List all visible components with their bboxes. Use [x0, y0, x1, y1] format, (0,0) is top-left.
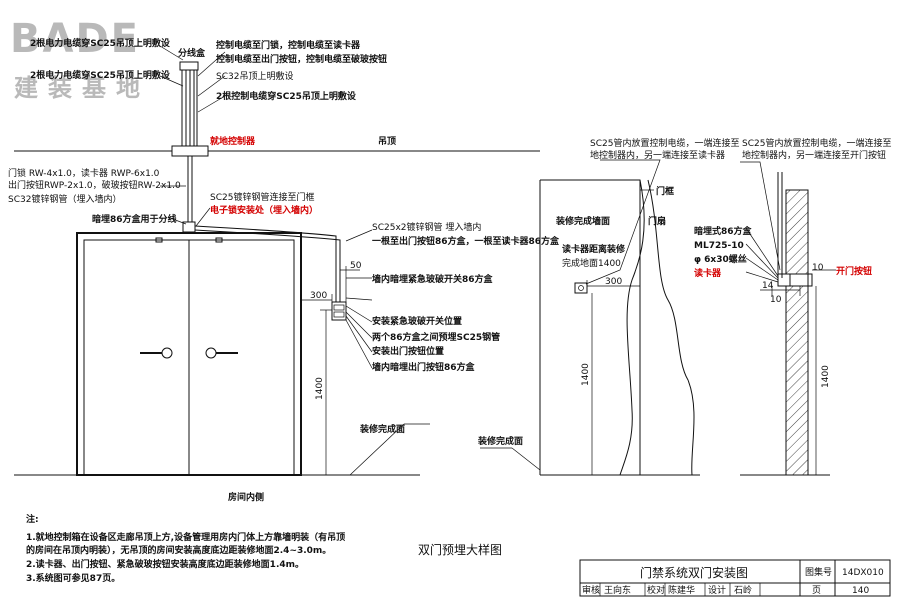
logo-sub: 建装基地	[14, 74, 150, 102]
junction-box	[179, 61, 199, 71]
label-power-cable-1: 2根电力电缆穿SC25吊顶上明敷设	[30, 37, 171, 49]
tb-page-value: 140	[852, 586, 869, 596]
label-ml725: ML725-10	[694, 241, 744, 251]
label-control-sc25: 2根控制电缆穿SC25吊顶上明敷设	[216, 90, 357, 102]
note-line-2: 的房间在吊顶内明装），无吊顶的房间安装高度底边距装修地面2.4~3.0m。	[26, 544, 331, 556]
label-screw: φ 6x30螺丝	[694, 253, 747, 265]
label-emergency-pos: 安装紧急玻破开关位置	[372, 315, 462, 327]
label-sc25-frame: SC25镀锌钢管连接至门框	[210, 191, 314, 203]
label-door-leaf: 门扇	[648, 215, 666, 227]
label-sc25x2: SC25x2镀锌钢管 埋入墙内	[372, 221, 481, 233]
logo: BADE 建装基地	[10, 16, 150, 102]
right-sc25-text-2: 地控制器内，另一端连接至开门按钮	[742, 149, 886, 161]
title-block-atlas-value: 14DX010	[842, 568, 884, 578]
label-box-86: 暗埋86方盒用于分线	[92, 213, 177, 225]
mid-sc25-text-1: SC25管内放置控制电缆，一端连接至	[590, 137, 739, 149]
right-dim-14: 14	[762, 281, 774, 291]
title-block-title: 门禁系统双门安装图	[640, 565, 748, 580]
label-card-reader: 读卡器	[694, 267, 722, 279]
tb-page-label: 页	[812, 585, 821, 596]
logo-brand: BADE	[10, 16, 140, 62]
label-reader-distance-1: 读卡器距离装修	[562, 243, 626, 255]
right-sc25-text-1: SC25管内放置控制电缆，一端连接至	[742, 137, 891, 149]
note-line-1: 1.就地控制箱在设备区走廊吊顶上方,设备管理用房内门体上方靠墙明装（有吊顶	[26, 531, 345, 543]
label-ceiling: 吊顶	[378, 136, 396, 147]
label-control-cable-1: 控制电缆至门锁，控制电缆至读卡器	[216, 39, 361, 51]
label-power-cable-2: 2根电力电缆穿SC25吊顶上明敷设	[30, 69, 171, 81]
label-button-cable: 出门按钮RWP-2x1.0，破玻按钮RW-2x1.0	[8, 179, 181, 191]
label-concealed-box: 暗埋式86方盒	[694, 225, 753, 237]
label-floor-left: 装修完成面	[359, 423, 405, 435]
label-lock-cable: 门锁 RW-4x1.0，读卡器 RWP-6x1.0	[8, 167, 160, 179]
dim-300: 300	[310, 291, 327, 301]
title-block-atlas-label: 图集号	[805, 566, 832, 578]
left-diagram	[14, 45, 540, 476]
label-reader-distance-2: 完成地面1400	[562, 257, 621, 269]
label-sc32-wall: SC32镀锌钢管（埋入墙内）	[8, 193, 121, 205]
reader-box	[574, 282, 588, 294]
right-diagram	[740, 161, 836, 476]
emergency-box	[331, 301, 347, 321]
right-box-86	[777, 273, 791, 287]
right-dim-10b: 10	[770, 295, 782, 305]
label-exit-button-box: 墙内暗埋出门按钮86方盒	[372, 361, 476, 373]
label-junction-box: 分线盒	[178, 47, 206, 59]
right-dim-1400: 1400	[821, 365, 831, 388]
label-finish-wall: 装修完成墙面	[555, 215, 610, 227]
label-local-controller: 就地控制器	[210, 135, 256, 147]
tb-check-name: 陈建华	[668, 584, 695, 596]
dim-1400: 1400	[315, 377, 325, 400]
label-sc25x2-detail: 一根至出门按钮86方盒，一根至读卡器86方盒	[372, 235, 560, 247]
mid-diagram	[480, 159, 700, 476]
dim-50: 50	[350, 261, 362, 271]
tb-review-label: 审核	[582, 584, 600, 596]
mid-dim-1400: 1400	[581, 363, 591, 386]
label-room-inside: 房间内侧	[228, 491, 264, 503]
tb-review-name: 王向东	[604, 584, 631, 596]
notes: 注: 1.就地控制箱在设备区走廊吊顶上方,设备管理用房内门体上方靠墙明装（有吊顶…	[26, 513, 345, 584]
tb-design-label: 设计	[708, 584, 726, 596]
handle-left-icon	[161, 347, 173, 359]
notes-title: 注:	[26, 513, 39, 525]
label-open-button: 开门按钮	[836, 265, 872, 277]
label-floor-mid: 装修完成面	[477, 435, 523, 447]
title-block	[579, 559, 891, 597]
diagram-title: 双门预埋大样图	[418, 542, 502, 557]
local-controller	[171, 145, 209, 157]
label-lock-install: 电子锁安装处（埋入墙内）	[210, 204, 318, 216]
label-sc25-between: 两个86方盒之间预埋SC25钢管	[372, 331, 500, 343]
label-emergency-box: 墙内暗埋紧急玻破开关86方盒	[372, 273, 494, 285]
label-exit-button-pos: 安装出门按钮位置	[372, 345, 444, 357]
note-line-4: 3.系统图可参见87页。	[26, 572, 120, 584]
handle-right-icon	[205, 347, 217, 359]
note-line-3: 2.读卡器、出门按钮、紧急破玻按钮安装高度底边距装修地面1.4m。	[26, 558, 304, 570]
mid-sc25-text-2: 地控制器内，另一端连接至读卡器	[590, 149, 725, 161]
label-sc32: SC32吊顶上明敷设	[216, 70, 293, 82]
tb-design-name: 石岭	[734, 584, 752, 596]
label-control-cable-2: 控制电缆至出门按钮，控制电缆至破玻按钮	[216, 53, 387, 65]
label-door-frame: 门框	[656, 185, 674, 197]
right-dim-10: 10	[812, 263, 824, 273]
mid-dim-300: 300	[605, 277, 622, 287]
tb-check-label: 校对	[647, 584, 665, 596]
